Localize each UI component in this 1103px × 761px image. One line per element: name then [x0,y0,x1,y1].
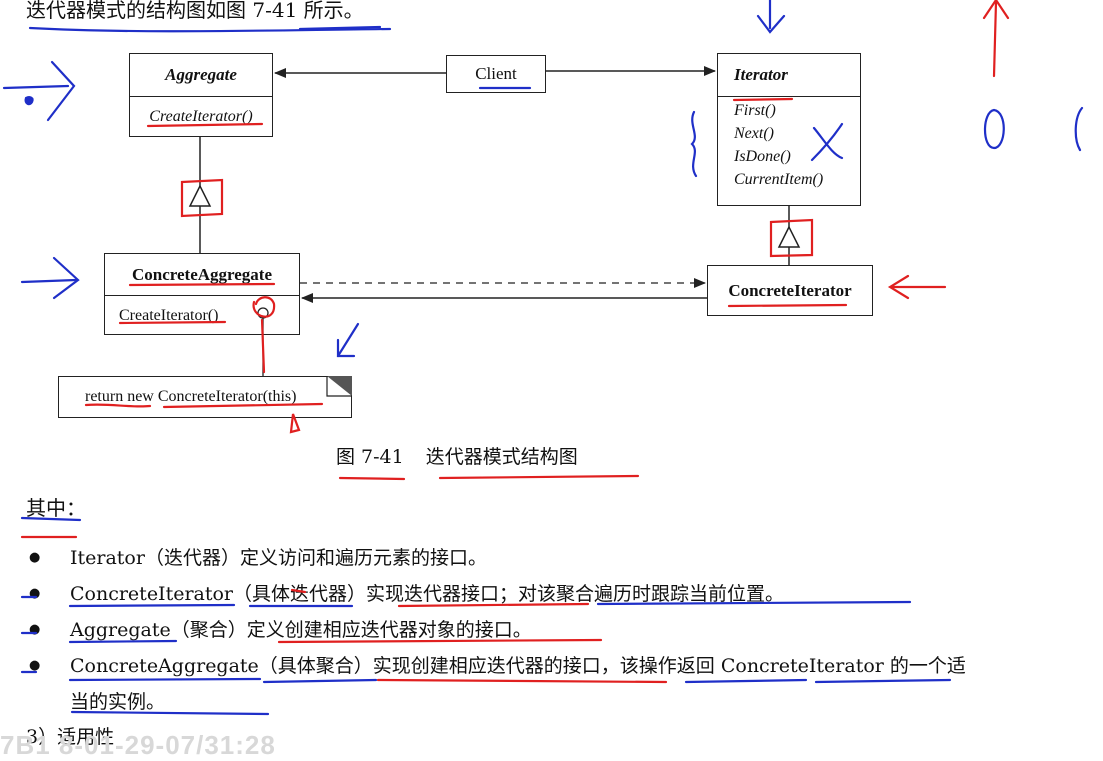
section-heading: 其中： [26,496,86,520]
client-class[interactable]: Client [446,55,546,93]
iterator-op-next: Next() [734,125,774,142]
bullet-list: Iterator（迭代器）定义访问和遍历元素的接口。 ConcreteItera… [29,540,1030,720]
aggregate-inherit-triangle [188,184,212,207]
bullet-aggregate: Aggregate（聚合）定义创建相应迭代器对象的接口。 [29,612,1030,648]
iterator-inherit-triangle [777,225,801,248]
bullet-concrete-aggregate: ConcreteAggregate（具体聚合）实现创建相应迭代器的接口，该操作返… [29,648,970,720]
aggregate-op: CreateIterator() [149,108,253,125]
intro-text: 迭代器模式的结构图如图 7-41 所示。 [26,0,364,22]
aggregate-name: Aggregate [165,65,237,84]
concrete-iterator-class[interactable]: ConcreteIterator [707,265,873,316]
aggregate-class[interactable]: Aggregate CreateIterator() [129,53,273,137]
bullet-iterator: Iterator（迭代器）定义访问和遍历元素的接口。 [29,540,1030,576]
iterator-name: Iterator [734,65,788,84]
concrete-iterator-name: ConcreteIterator [728,280,852,300]
concrete-aggregate-name: ConcreteAggregate [131,264,273,284]
iterator-op-first: First() [734,102,776,119]
iterator-op-isdone: IsDone() [734,148,791,165]
iterator-op-currentitem: CurrentItem() [734,171,824,188]
caption-number: 图 7-41 [336,446,404,468]
concrete-aggregate-op: CreateIterator() [119,306,219,324]
timestamp-watermark: 7B1 8-01-29-07/31:28 [0,730,276,760]
applicability-heading: 3）适用性 [26,726,115,748]
note-text: return new ConcreteIterator(this) [85,388,297,405]
caption-text: 迭代器模式结构图 [425,446,578,468]
client-name: Client [475,64,517,83]
figure-caption: 图 7-41 迭代器模式结构图 [336,442,578,469]
concrete-aggregate-class[interactable]: ConcreteAggregate CreateIterator() [104,253,300,335]
code-note: return new ConcreteIterator(this) [58,376,352,418]
bullet-concrete-iterator: ConcreteIterator（具体迭代器）实现迭代器接口；对该聚合遍历时跟踪… [29,576,1030,612]
iterator-class[interactable]: Iterator First() Next() IsDone() Current… [717,53,861,206]
